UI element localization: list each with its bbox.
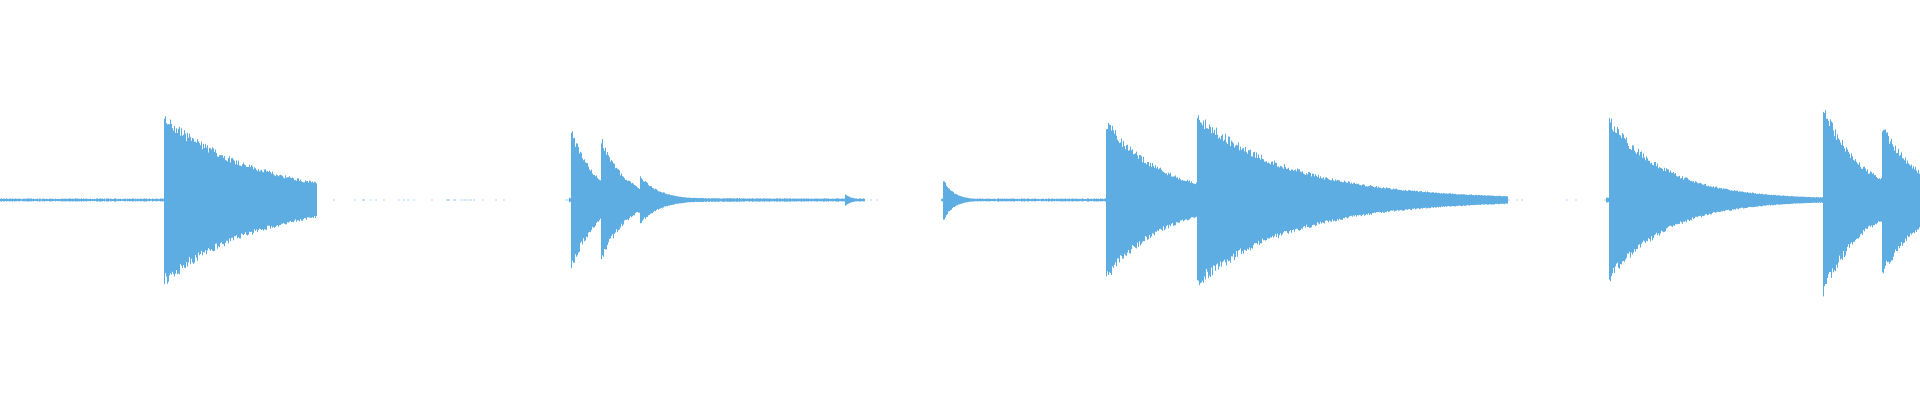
waveform-samples <box>0 110 1920 297</box>
waveform-trace <box>0 110 1920 297</box>
